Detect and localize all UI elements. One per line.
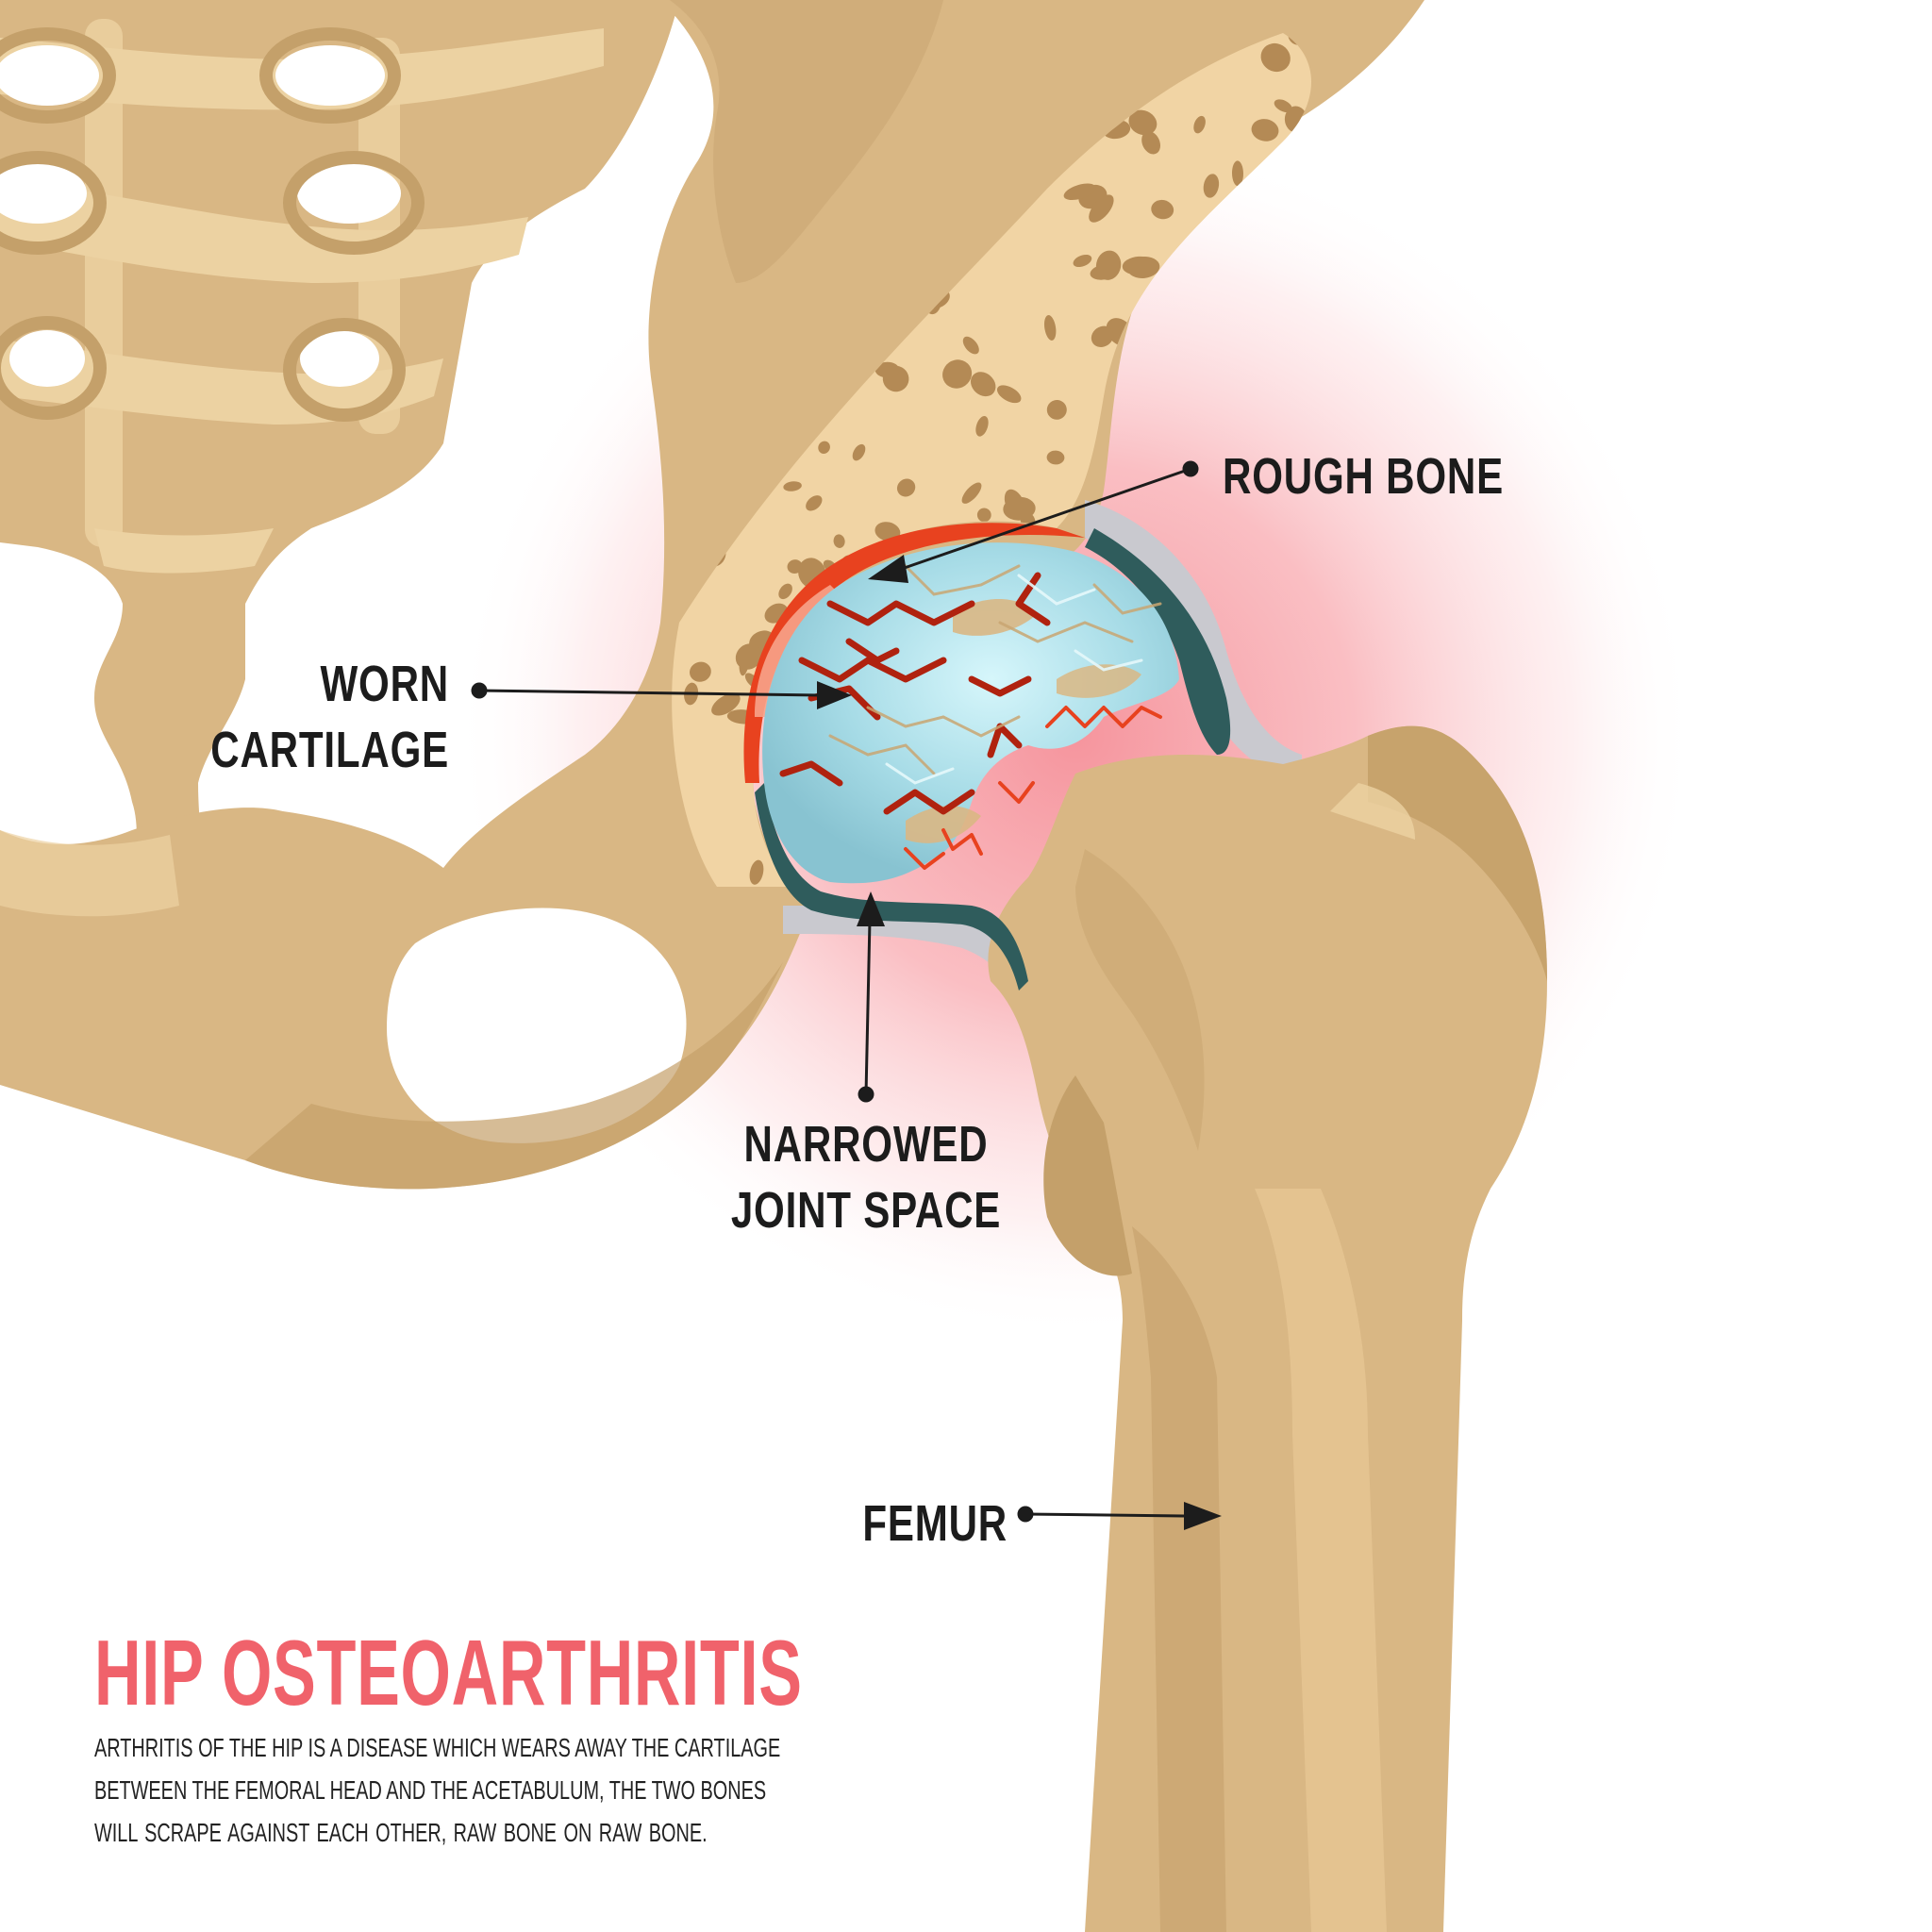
bone-pore (711, 692, 741, 716)
bone-pore (1273, 152, 1291, 166)
bone-pore (1231, 160, 1244, 187)
bone-pore (852, 443, 866, 461)
bone-pore (1122, 256, 1157, 275)
narrowed-joint-space-label: NARROWED JOINT SPACE (711, 1111, 1021, 1243)
bone-pore (874, 361, 900, 378)
bone-pore (1063, 183, 1096, 201)
bone-pore (778, 583, 792, 600)
bone-pore (1151, 199, 1174, 220)
bone-pore (1193, 115, 1206, 134)
worn-cartilage-label: WORN CARTILAGE (210, 651, 449, 783)
bone-pore (942, 359, 973, 389)
rough-bone-text: ROUGH BONE (1223, 448, 1504, 505)
bone-pore (1046, 450, 1065, 465)
bone-pore (996, 385, 1022, 404)
bone-pore (1141, 131, 1161, 155)
sacrum (0, 0, 679, 903)
bone-pore (1003, 496, 1036, 521)
femur-bone (988, 725, 1547, 1932)
bone-pore (787, 559, 803, 575)
bone-pore (975, 415, 989, 437)
bone-pore (970, 372, 996, 397)
bone-pore (1089, 194, 1114, 223)
bone-pore (896, 478, 916, 497)
rough-bone-label: ROUGH BONE (1223, 443, 1504, 509)
bone-pore (1073, 254, 1092, 268)
bone-pore (1095, 250, 1122, 280)
bone-pore (818, 441, 830, 454)
bone-pore (833, 534, 845, 548)
femur-text: FEMUR (862, 1495, 1008, 1552)
bone-pore (806, 495, 823, 511)
bone-pore (874, 522, 901, 541)
bone-pore (1046, 399, 1067, 420)
bone-pore (976, 508, 991, 523)
bone-pore (735, 643, 762, 670)
narrowed-joint-space-line-1: NARROWED (743, 1116, 989, 1173)
infographic-title: HIP OSTEOARTHRITIS (94, 1621, 803, 1724)
worn-cartilage-line-2: CARTILAGE (210, 722, 449, 778)
description-line-1: ARTHRITIS OF THE HIP IS A DISEASE WHICH … (94, 1733, 781, 1762)
bone-pore (961, 482, 982, 504)
femur-label: FEMUR (862, 1491, 1008, 1557)
infographic-description: ARTHRITIS OF THE HIP IS A DISEASE WHICH … (94, 1726, 781, 1854)
bone-pore (1043, 315, 1057, 341)
bone-pore (1091, 325, 1114, 347)
bone-pore (672, 131, 680, 151)
bone-pore (1203, 174, 1220, 198)
bone-pore (1128, 109, 1158, 136)
bone-pore (672, 42, 694, 68)
femoral-head (743, 523, 1231, 991)
description-line-2: BETWEEN THE FEMORAL HEAD AND THE ACETABU… (94, 1775, 767, 1805)
bone-pore (783, 481, 802, 491)
bone-pore (689, 661, 711, 682)
bone-pore (749, 859, 764, 885)
description-line-3: WILL SCRAPE AGAINST EACH OTHER, RAW BONE… (94, 1818, 708, 1847)
bone-pore (1260, 42, 1291, 73)
bone-pore (1274, 99, 1292, 113)
label-pointers (471, 460, 1222, 1530)
narrowed-joint-space-line-2: JOINT SPACE (730, 1182, 1002, 1239)
bone-pore (962, 336, 979, 355)
worn-cartilage-line-1: WORN (320, 656, 449, 712)
bone-pore (1251, 119, 1279, 142)
